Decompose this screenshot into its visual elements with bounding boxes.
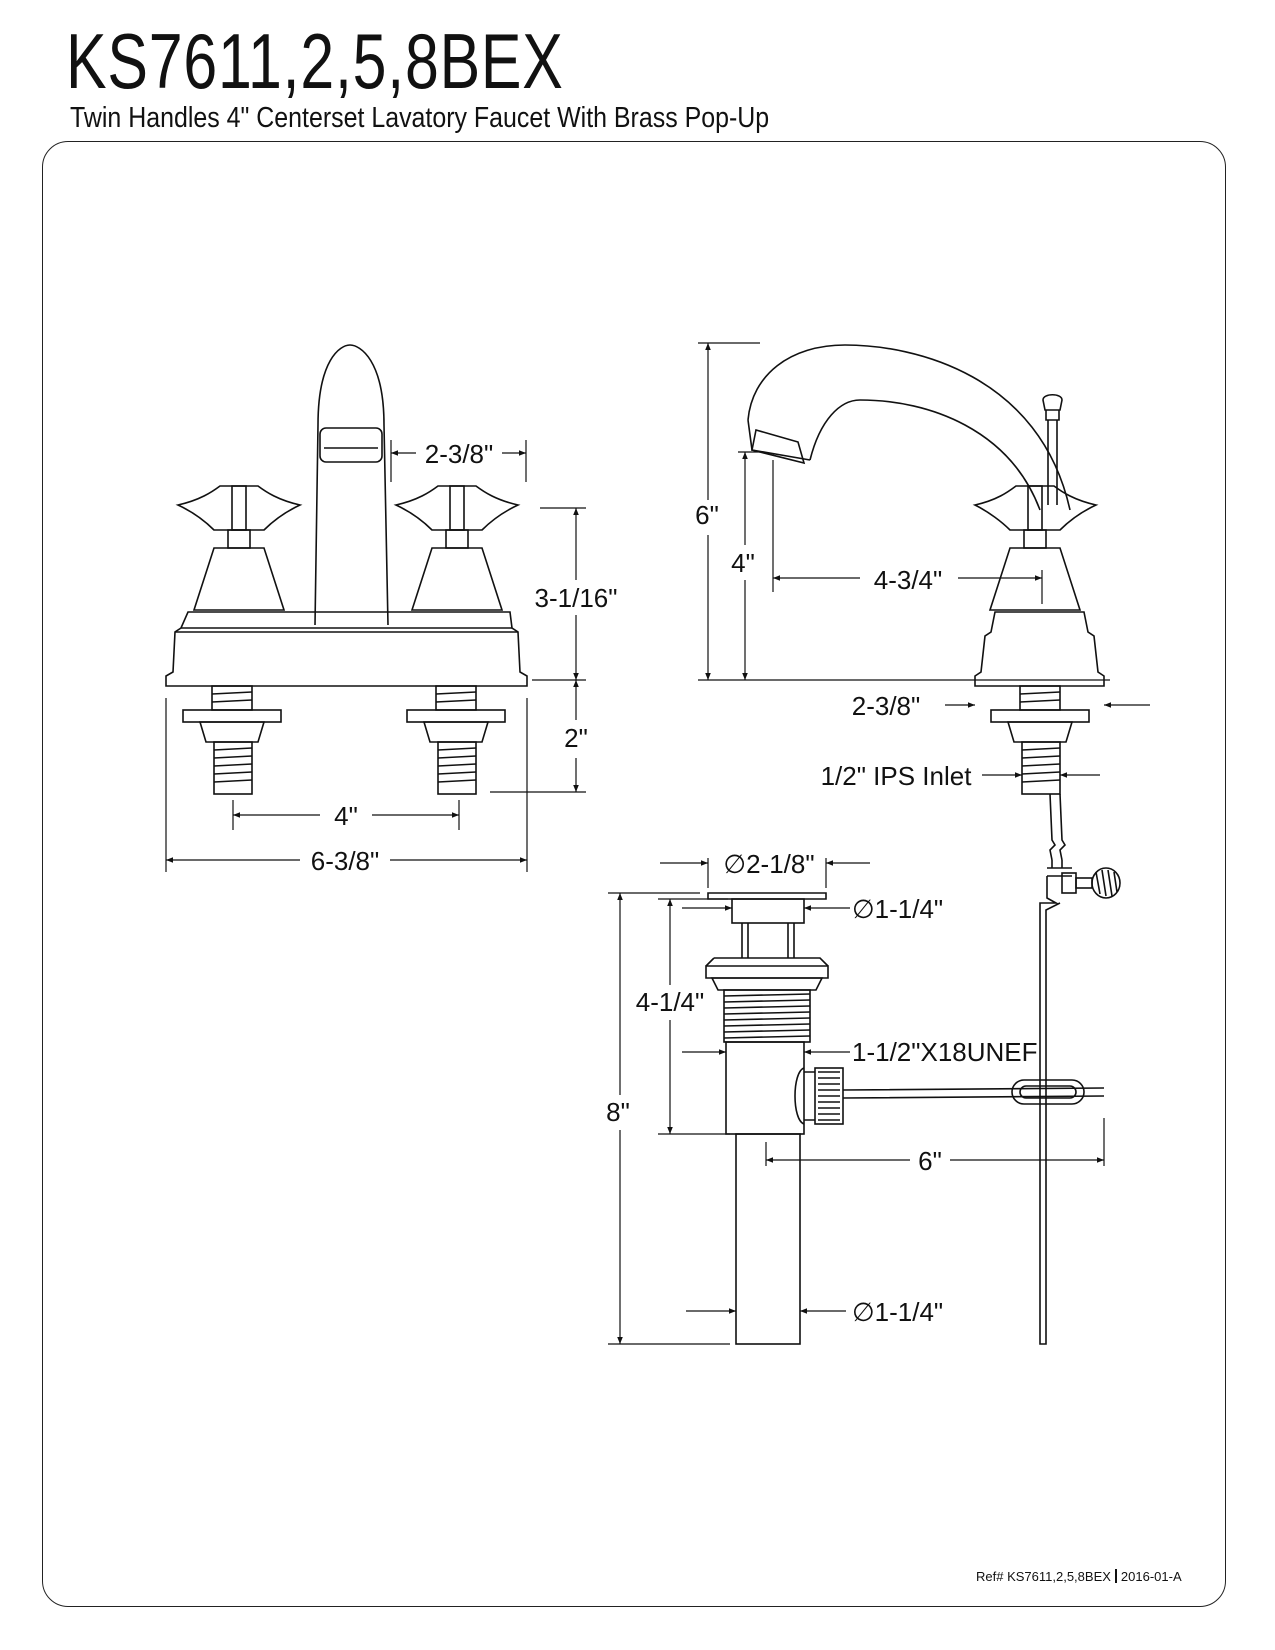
dim-inlet: 1/2" IPS Inlet — [821, 761, 973, 791]
dim-stopper-diameter: ∅1-1/4" — [852, 894, 943, 924]
side-lift-rod — [1049, 793, 1067, 861]
front-base — [165, 611, 528, 687]
side-shank — [990, 685, 1090, 795]
divider — [1114, 1569, 1117, 1583]
drain-clevis-strap — [1039, 860, 1121, 1345]
front-right-handle — [393, 485, 521, 611]
dim-lift-rod-length: 6" — [918, 1146, 942, 1176]
front-left-handle — [175, 485, 303, 611]
side-view-labels: 6" 4" 4-3/4" 2-3/8" 1/2" IPS Inlet — [695, 500, 972, 791]
side-base — [974, 611, 1105, 687]
reference-footer: Ref# KS7611,2,5,8BEX 2016-01-A — [976, 1569, 1182, 1584]
dim-overall-length: 8" — [606, 1097, 630, 1127]
front-view-dimensions — [165, 440, 586, 872]
dim-handle-spacing-width: 2-3/8" — [425, 439, 494, 469]
drain-view — [705, 860, 1121, 1345]
drain-pivot-rod — [842, 1087, 1105, 1099]
side-handle — [972, 485, 1099, 611]
drain-pivot-nut — [794, 1067, 844, 1125]
dim-tailpiece-diameter: ∅1-1/4" — [852, 1297, 943, 1327]
side-aerator — [751, 428, 806, 465]
drain-flange — [707, 892, 827, 900]
drawing-frame — [42, 141, 1226, 1607]
dim-spout-height: 4" — [731, 548, 755, 578]
diameter-symbol: ∅ — [852, 894, 875, 924]
ref-label: Ref# KS7611,2,5,8BEX — [976, 1569, 1111, 1584]
dim-body-height: 4-1/4" — [636, 987, 705, 1017]
front-left-shank — [182, 685, 282, 795]
dim-base-depth: 2-3/8" — [852, 691, 921, 721]
dim-thread-spec: 1-1/2"X18UNEF — [852, 1037, 1038, 1067]
drain-tailpiece — [735, 1133, 801, 1345]
dim-center-spacing: 4" — [334, 801, 358, 831]
revision: 2016-01-A — [1120, 1569, 1182, 1584]
diameter-symbol: ∅ — [852, 1297, 875, 1327]
front-spout — [314, 344, 389, 626]
drain-threaded-body — [723, 989, 811, 1043]
front-aerator — [319, 427, 383, 463]
dim-spout-reach: 4-3/4" — [874, 565, 943, 595]
dim-shank-length: 2" — [564, 723, 588, 753]
drain-thumbscrew — [1091, 867, 1121, 899]
side-view-dimensions — [698, 342, 1150, 778]
model-title: KS7611,2,5,8BEX — [66, 17, 564, 105]
side-view — [747, 344, 1105, 861]
drain-stopper — [731, 898, 805, 924]
drain-view-dimensions — [608, 858, 1105, 1345]
diameter-symbol: ∅ — [723, 849, 746, 879]
dim-flange-diameter: ∅2-1/8" — [723, 849, 814, 879]
front-view — [165, 344, 528, 795]
drain-clevis-clip — [1011, 1079, 1085, 1105]
drain-view-labels: ∅2-1/8" ∅1-1/4" 4-1/4" 8" 1-1/2"X18UNEF … — [606, 849, 1037, 1327]
product-description: Twin Handles 4" Centerset Lavatory Fauce… — [70, 102, 770, 134]
dim-overall-width: 6-3/8" — [311, 846, 380, 876]
side-popup-knob — [1042, 393, 1063, 505]
side-spout — [747, 344, 1071, 511]
drain-body — [725, 1041, 805, 1135]
dim-overall-height: 6" — [695, 500, 719, 530]
front-view-labels: 2-3/8" 3-1/16" 2" 4" 6-3/8" — [311, 439, 618, 876]
front-right-shank — [406, 685, 506, 795]
dim-handle-height: 3-1/16" — [535, 583, 618, 613]
